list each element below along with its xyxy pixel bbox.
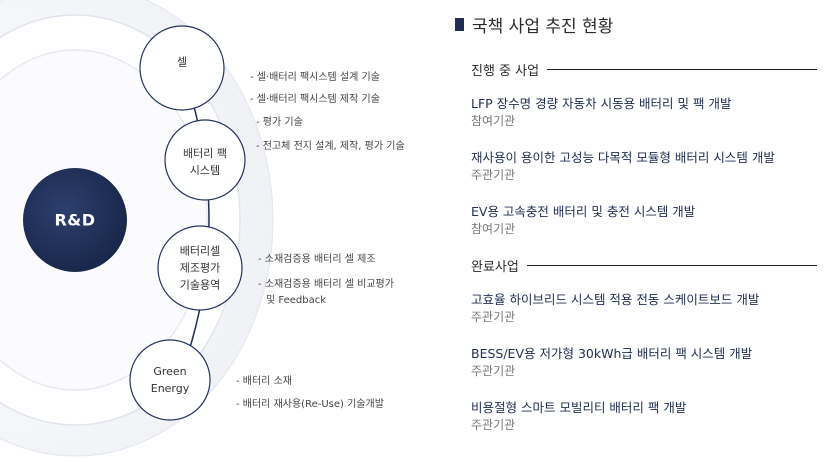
- completed-project: BESS/EV용 저가형 30kWh급 배터리 팩 시스템 개발 주관기관: [471, 345, 821, 380]
- bullet-material-cell: - 소재검증용 배터리 셀 제조: [258, 254, 376, 265]
- bullet-material-compare: - 소재검증용 배터리 셀 비교평가: [258, 279, 394, 290]
- node-green-energy: [129, 339, 211, 421]
- completed-divider: [526, 265, 817, 266]
- completed-project: 비용절형 스마트 모빌리티 배터리 팩 개발 주관기관: [471, 399, 821, 434]
- node-cell-label: 셀: [176, 55, 188, 69]
- panel-title-text: 국책 사업 추진 현황: [472, 17, 614, 37]
- bullet-battery-reuse: - 배터리 재사용(Re-Use) 기술개발: [236, 399, 384, 410]
- completed-project: 고효율 하이브리드 시스템 적용 전동 스케이트보드 개발 주관기관: [471, 291, 821, 326]
- completed-section-header: 완료사업: [471, 256, 817, 275]
- project-role: 주관기관: [471, 168, 516, 182]
- bullet-battery-material: - 배터리 소재: [236, 376, 292, 387]
- bullet-cell-design: - 셀·배터리 팩시스템 설계 기술: [250, 72, 380, 83]
- node-green-energy-label: Green Energy: [150, 365, 190, 395]
- node-battery-pack-label: 배터리 팩 시스템: [183, 147, 227, 177]
- project-role: 참여기관: [471, 222, 516, 236]
- ongoing-project: EV용 고속충전 배터리 및 충전 시스템 개발 참여기관: [471, 203, 821, 238]
- bullet-solid-state: - 전고체 전지 설계, 제작, 평가 기술: [256, 141, 405, 152]
- node-cell-eval: [157, 225, 243, 311]
- ongoing-header-text: 진행 중 사업: [471, 64, 540, 79]
- project-role: 주관기관: [471, 418, 516, 432]
- project-title: EV용 고속충전 배터리 및 충전 시스템 개발: [471, 204, 696, 219]
- ongoing-divider: [547, 69, 817, 70]
- rnd-diagram-graphic: [0, 0, 274, 457]
- completed-header-text: 완료사업: [471, 260, 519, 275]
- panel-title: 국책 사업 추진 현황: [455, 12, 613, 37]
- project-role: 주관기관: [471, 364, 516, 378]
- bullet-evaluation: - 평가 기술: [256, 117, 303, 128]
- project-title: 재사용이 용이한 고성능 다목적 모듈형 배터리 시스템 개발: [471, 150, 775, 165]
- ongoing-project: 재사용이 용이한 고성능 다목적 모듈형 배터리 시스템 개발 주관기관: [471, 149, 821, 184]
- project-title: BESS/EV용 저가형 30kWh급 배터리 팩 시스템 개발: [471, 346, 753, 361]
- national-projects-panel: 국책 사업 추진 현황 진행 중 사업 LFP 장수명 경량 자동차 시동용 배…: [455, 0, 825, 462]
- project-role: 주관기관: [471, 310, 516, 324]
- project-title: LFP 장수명 경량 자동차 시동용 배터리 및 팩 개발: [471, 96, 732, 111]
- bullet-cell-manufacture: - 셀·배터리 팩시스템 제작 기술: [250, 94, 380, 105]
- project-role: 참여기관: [471, 114, 516, 128]
- ongoing-section-header: 진행 중 사업: [471, 60, 817, 79]
- node-battery-pack: [164, 119, 246, 201]
- rnd-core: [23, 168, 127, 272]
- rnd-diagram: R&D 셀 배터리 팩 시스템 배터리셀 제조평가 기술용역 Green Ene…: [0, 0, 405, 457]
- project-title: 비용절형 스마트 모빌리티 배터리 팩 개발: [471, 400, 687, 415]
- project-title: 고효율 하이브리드 시스템 적용 전동 스케이트보드 개발: [471, 292, 760, 307]
- node-cell: [139, 25, 225, 111]
- node-cell-eval-label: 배터리셀 제조평가 기술용역: [179, 244, 221, 292]
- bullet-feedback: 및 Feedback: [266, 295, 327, 306]
- rnd-label: R&D: [54, 210, 96, 230]
- title-square-icon: [455, 18, 464, 31]
- ongoing-project: LFP 장수명 경량 자동차 시동용 배터리 및 팩 개발 참여기관: [471, 95, 821, 130]
